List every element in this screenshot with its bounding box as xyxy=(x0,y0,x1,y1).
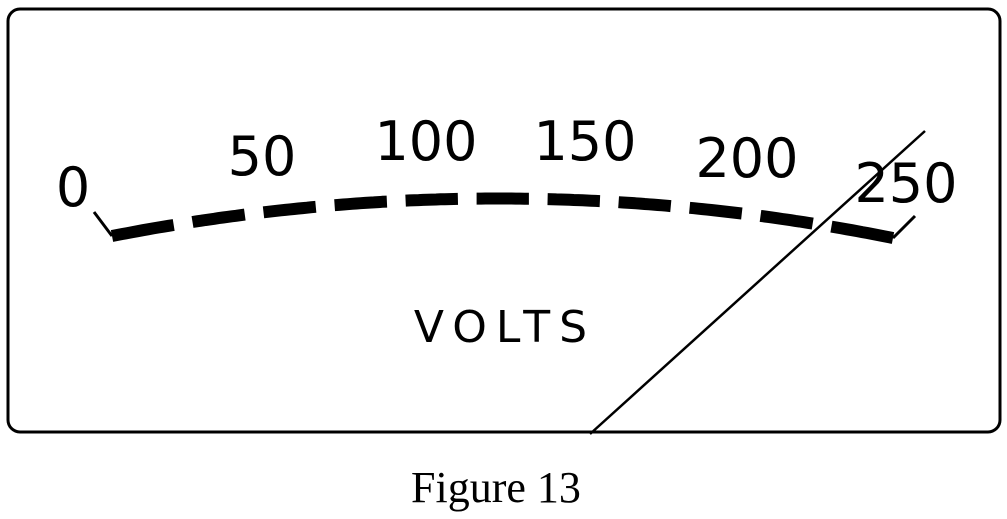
scale-label-250: 250 xyxy=(854,152,957,215)
unit-label: VOLTS xyxy=(414,302,596,353)
scale-right-end-hook xyxy=(891,214,917,240)
scale-arc-segment xyxy=(262,200,317,219)
meter-face xyxy=(6,7,1002,434)
scale-label-0: 0 xyxy=(56,156,90,219)
scale-arc-segment xyxy=(110,219,175,242)
scale-arc-segment xyxy=(830,220,895,244)
scale-arc-segment xyxy=(547,193,601,208)
scale-arc-segment xyxy=(191,208,246,228)
scale-arc-segment xyxy=(618,196,672,213)
scale-label-200: 200 xyxy=(695,127,798,190)
scale-label-100: 100 xyxy=(374,110,477,173)
scale-arc-segment xyxy=(405,192,459,207)
scale-arc-segment xyxy=(334,195,388,212)
scale-label-150: 150 xyxy=(533,110,636,173)
scale-arc-segment xyxy=(759,209,814,230)
scale-arc-segment xyxy=(689,201,743,220)
figure-caption: Figure 13 xyxy=(411,463,581,512)
pointer-needle xyxy=(589,130,926,435)
scale-left-end-hook xyxy=(92,211,114,237)
scale-arc xyxy=(110,192,895,244)
scale-label-50: 50 xyxy=(228,125,297,188)
